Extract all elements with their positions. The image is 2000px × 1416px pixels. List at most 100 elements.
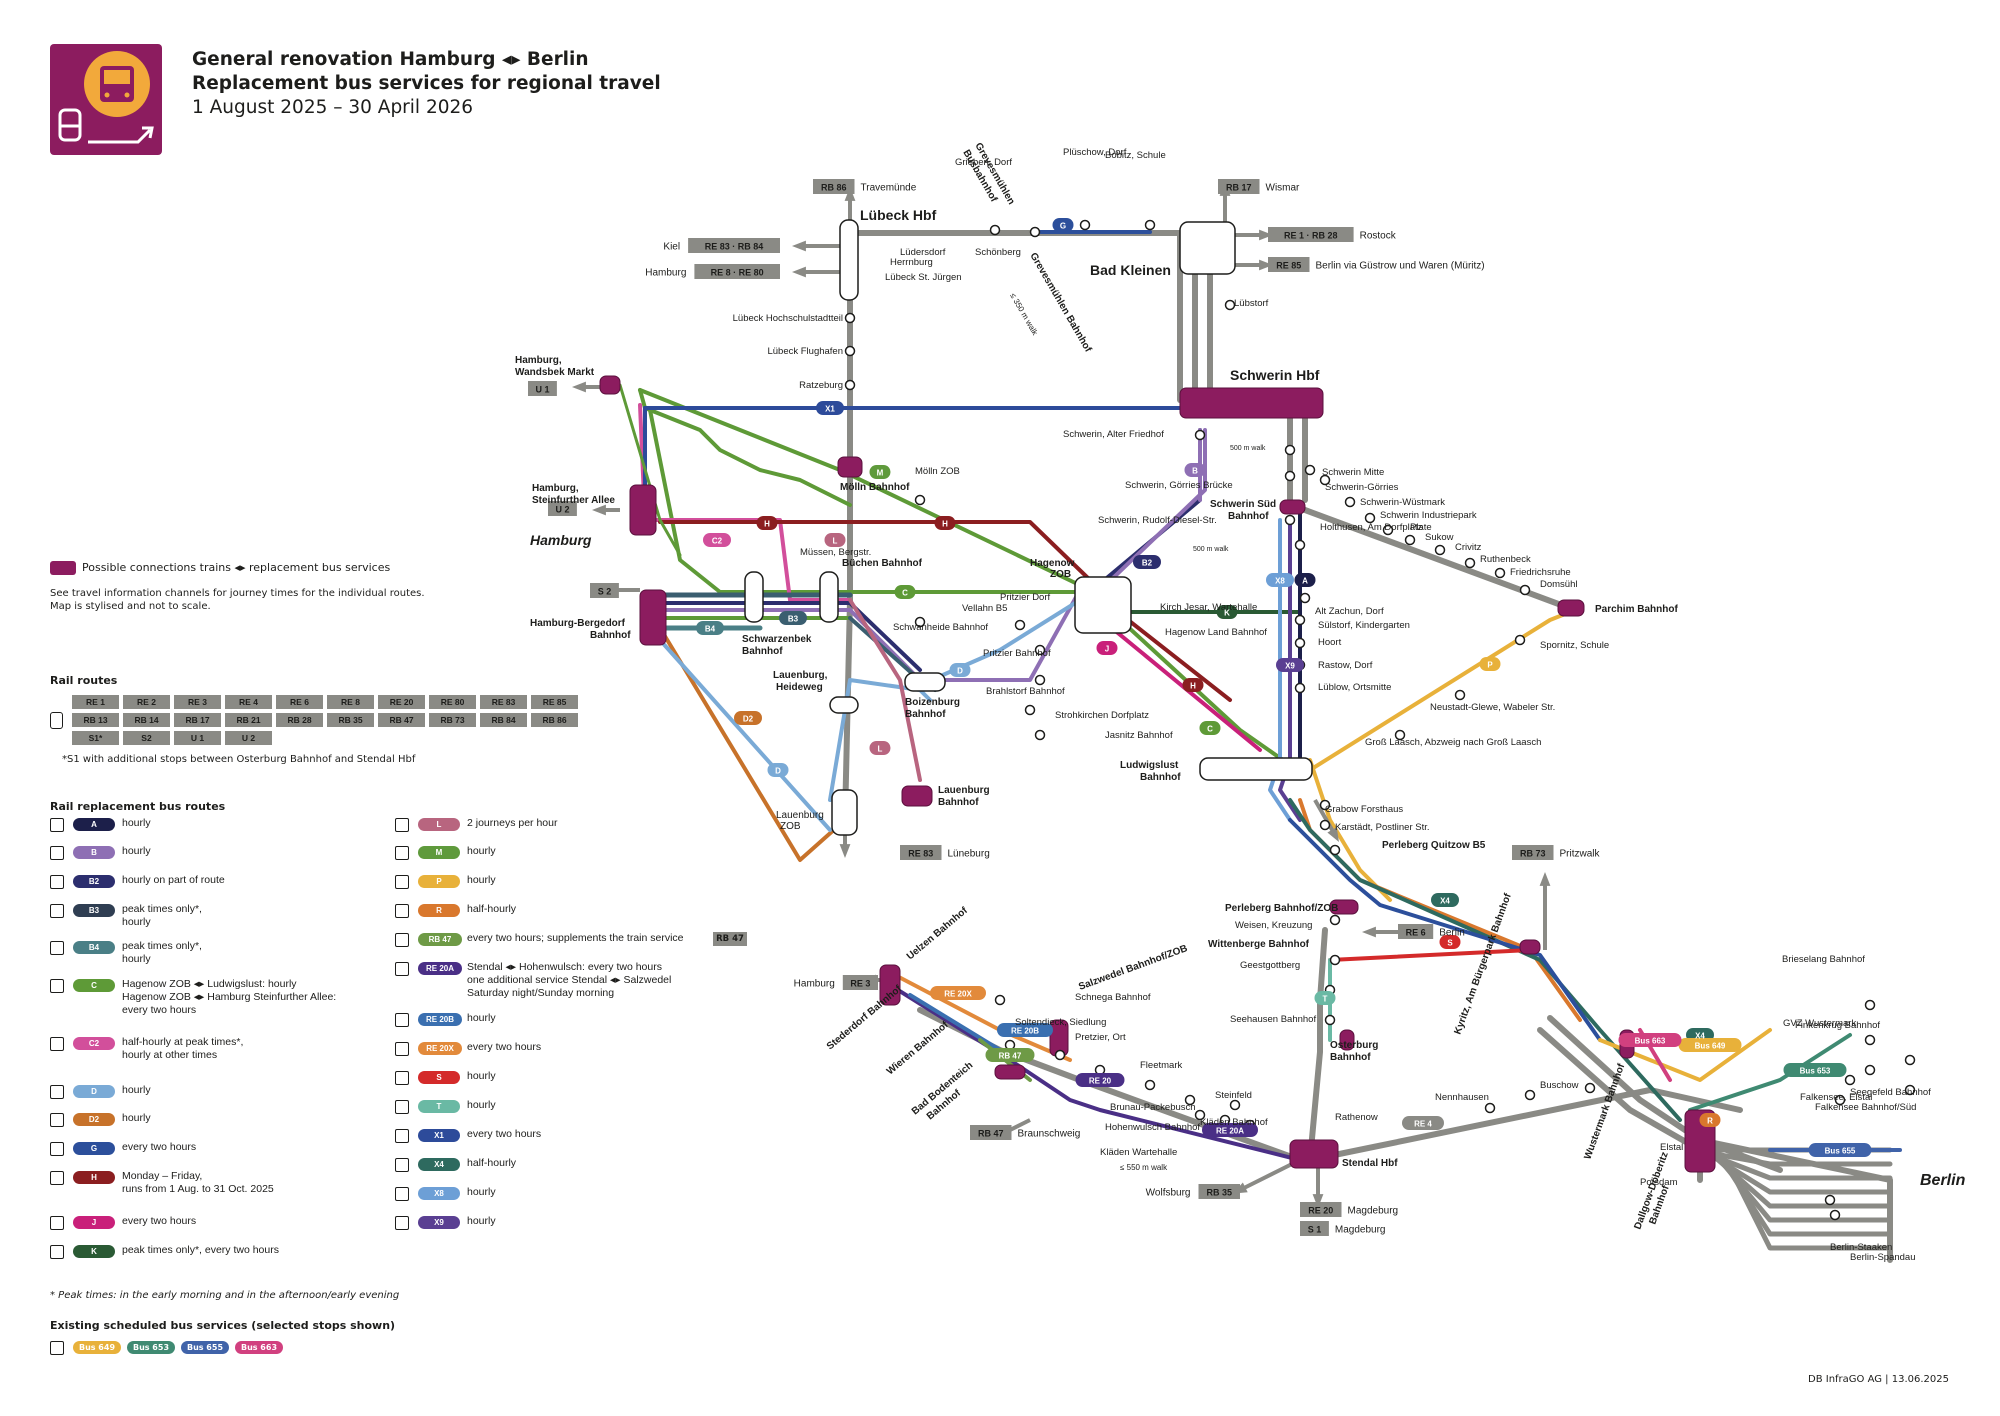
- stop-label-46: Brunau-Packebusch: [1110, 1102, 1196, 1113]
- route-X1-south: [1288, 818, 1602, 1042]
- stop-dot-63: [989, 224, 1001, 236]
- ext-hh-text: Hamburg: [645, 268, 686, 279]
- rail-route-tag: RB 86: [531, 713, 578, 727]
- rail-route-tag: RE 4: [225, 695, 272, 709]
- ext-wolfsburg-text: Wolfsburg: [1146, 1188, 1191, 1199]
- stop-dot-26: [1394, 729, 1406, 741]
- stop-dot-28: [1319, 819, 1331, 831]
- station-nodes: [528, 179, 1916, 1236]
- map-pill-37-label: Bus 655: [1825, 1147, 1856, 1156]
- map-pill-7: [779, 611, 807, 625]
- rail-route-tag: U 1: [174, 731, 221, 745]
- map-pill-35: [1678, 1038, 1742, 1052]
- rail-route-tag: RB 47: [378, 713, 425, 727]
- rail-stendal-wittenberge: [1307, 927, 1328, 1163]
- rail-route-tag: RE 6: [276, 695, 323, 709]
- logo: [50, 44, 162, 155]
- bus-icon: [395, 1187, 409, 1201]
- bergedorf-connection: [639, 589, 667, 646]
- label-grevesmuehlen: Grevesmühlen Bahnhof: [1027, 251, 1093, 355]
- map-pill-0: [816, 401, 844, 415]
- stop-label-65: Berlin-Spandau: [1850, 1252, 1916, 1263]
- label-bad-kleinen: Bad Kleinen: [1090, 262, 1171, 278]
- schwarzenbek-hub: [744, 571, 764, 623]
- bus-icon: [395, 875, 409, 889]
- bus-route-desc: hourly: [467, 874, 496, 886]
- bus-route-desc: one additional service Stendal ◂▸ Salzwe…: [467, 974, 672, 986]
- stop-dot-41: [1144, 1079, 1156, 1091]
- rail-route-tag: U 2: [225, 731, 272, 745]
- label-schwerin: Schwerin Hbf: [1230, 367, 1320, 383]
- map-pill-21: [824, 533, 846, 547]
- bus-route-desc: hourly: [467, 1215, 496, 1227]
- ext-rostock-tag-label: RE 1 · RB 28: [1284, 231, 1338, 241]
- map-pill-8: [1184, 463, 1206, 477]
- label-hamburg: Hamburg: [530, 532, 592, 548]
- arrow-rostock-head: [1259, 229, 1273, 241]
- rail-route-tag: RB 35: [327, 713, 374, 727]
- rail-footnote: *S1 with additional stops between Osterb…: [62, 754, 416, 765]
- map-pill-24-label: X4: [1440, 897, 1450, 906]
- map-pill-38-label: Bus 663: [1635, 1037, 1666, 1046]
- stop-label-3: Pritzier Dorf: [1000, 592, 1051, 603]
- stop-label-25: Sukow: [1425, 532, 1454, 543]
- bus-route-pill-a: A: [73, 818, 115, 831]
- bus-route-desc: 2 journeys per hour: [467, 817, 558, 829]
- bus-icon: [50, 1113, 64, 1127]
- map-pill-34: [1402, 1116, 1444, 1130]
- map-pill-37: [1808, 1143, 1872, 1157]
- route-L: [848, 598, 922, 782]
- ext-magdeburg-tag: [1300, 1202, 1342, 1217]
- rail-route-tag: S2: [123, 731, 170, 745]
- route-S: [1328, 948, 1532, 962]
- stop-label-11: Schwerin, Alter Friedhof: [1063, 429, 1164, 440]
- route-B-north: [1088, 428, 1207, 602]
- spacer: [249, 1019, 256, 1031]
- map-pill-25-label: S: [1447, 939, 1453, 948]
- bus-icon: [50, 1037, 64, 1051]
- stop-label-48: Kläden Wartehalle: [1100, 1147, 1177, 1158]
- existing-bus-pill: Bus 653: [127, 1341, 175, 1354]
- map-pill-19: [767, 763, 789, 777]
- label-wieren: Wieren Bahnhof: [885, 1019, 951, 1077]
- stop-label-15: Alt Zachun, Dorf: [1315, 606, 1384, 617]
- stop-label-27: Ruthenbeck: [1480, 554, 1531, 565]
- label-bergedorf-2: Bahnhof: [590, 630, 631, 641]
- bus-icon: [50, 1341, 64, 1355]
- rail-berlin-fan-1: [1701, 1149, 1893, 1167]
- existing-bus-pill: Bus 649: [73, 1341, 121, 1354]
- bus-icon: [395, 846, 409, 860]
- ludwigslust-hub: [1199, 757, 1313, 781]
- bus-icon: [50, 979, 64, 993]
- parchim-connection: [1557, 599, 1585, 617]
- bus-icon: [395, 1042, 409, 1056]
- stop-dot-64: [1029, 226, 1041, 238]
- map-pill-36-label: Bus 653: [1800, 1067, 1831, 1076]
- stop-dot-29: [1329, 844, 1341, 856]
- stop-label-8: Hagenow Land Bahnhof: [1165, 627, 1267, 638]
- stop-dot-15: [1319, 474, 1331, 486]
- stop-label-57: Bobitz, Schule: [1105, 150, 1166, 161]
- map-pill-20: [869, 741, 891, 755]
- peak-note: * Peak times: in the early morning and i…: [50, 1290, 400, 1301]
- stop-dot-9: [1299, 592, 1311, 604]
- stop-dot-0: [844, 312, 856, 324]
- rail-route-tag: RB 28: [276, 713, 323, 727]
- lauenburg-zob-hub: [831, 789, 858, 836]
- ext-bergedorf_s-tag: [590, 583, 619, 598]
- bus-route-desc: every two hours; supplements the train s…: [467, 932, 684, 944]
- north-stop-2: Ratzeburg: [799, 380, 843, 391]
- label-lauenburg-1: Lauenburg: [938, 785, 990, 796]
- map-pill-32-label: RE 20: [1089, 1077, 1112, 1086]
- lauenburg-connection: [901, 785, 933, 807]
- stop-dot-36: [1484, 1102, 1496, 1114]
- map-pill-22-label: G: [1060, 222, 1066, 231]
- label-schwarzenbek-1: Schwarzenbek: [742, 634, 812, 645]
- map-pill-20-label: L: [878, 745, 883, 754]
- stop-label-42: Soltendieck, Siedlung: [1015, 1017, 1106, 1028]
- stop-dot-53: [1904, 1084, 1916, 1096]
- ext-trav-tag-label: RB 86: [821, 183, 847, 193]
- stop-dot-13: [1294, 682, 1306, 694]
- bus-routes-heading: Rail replacement bus routes: [50, 800, 226, 813]
- bus-route-pill-b4: B4: [73, 941, 115, 954]
